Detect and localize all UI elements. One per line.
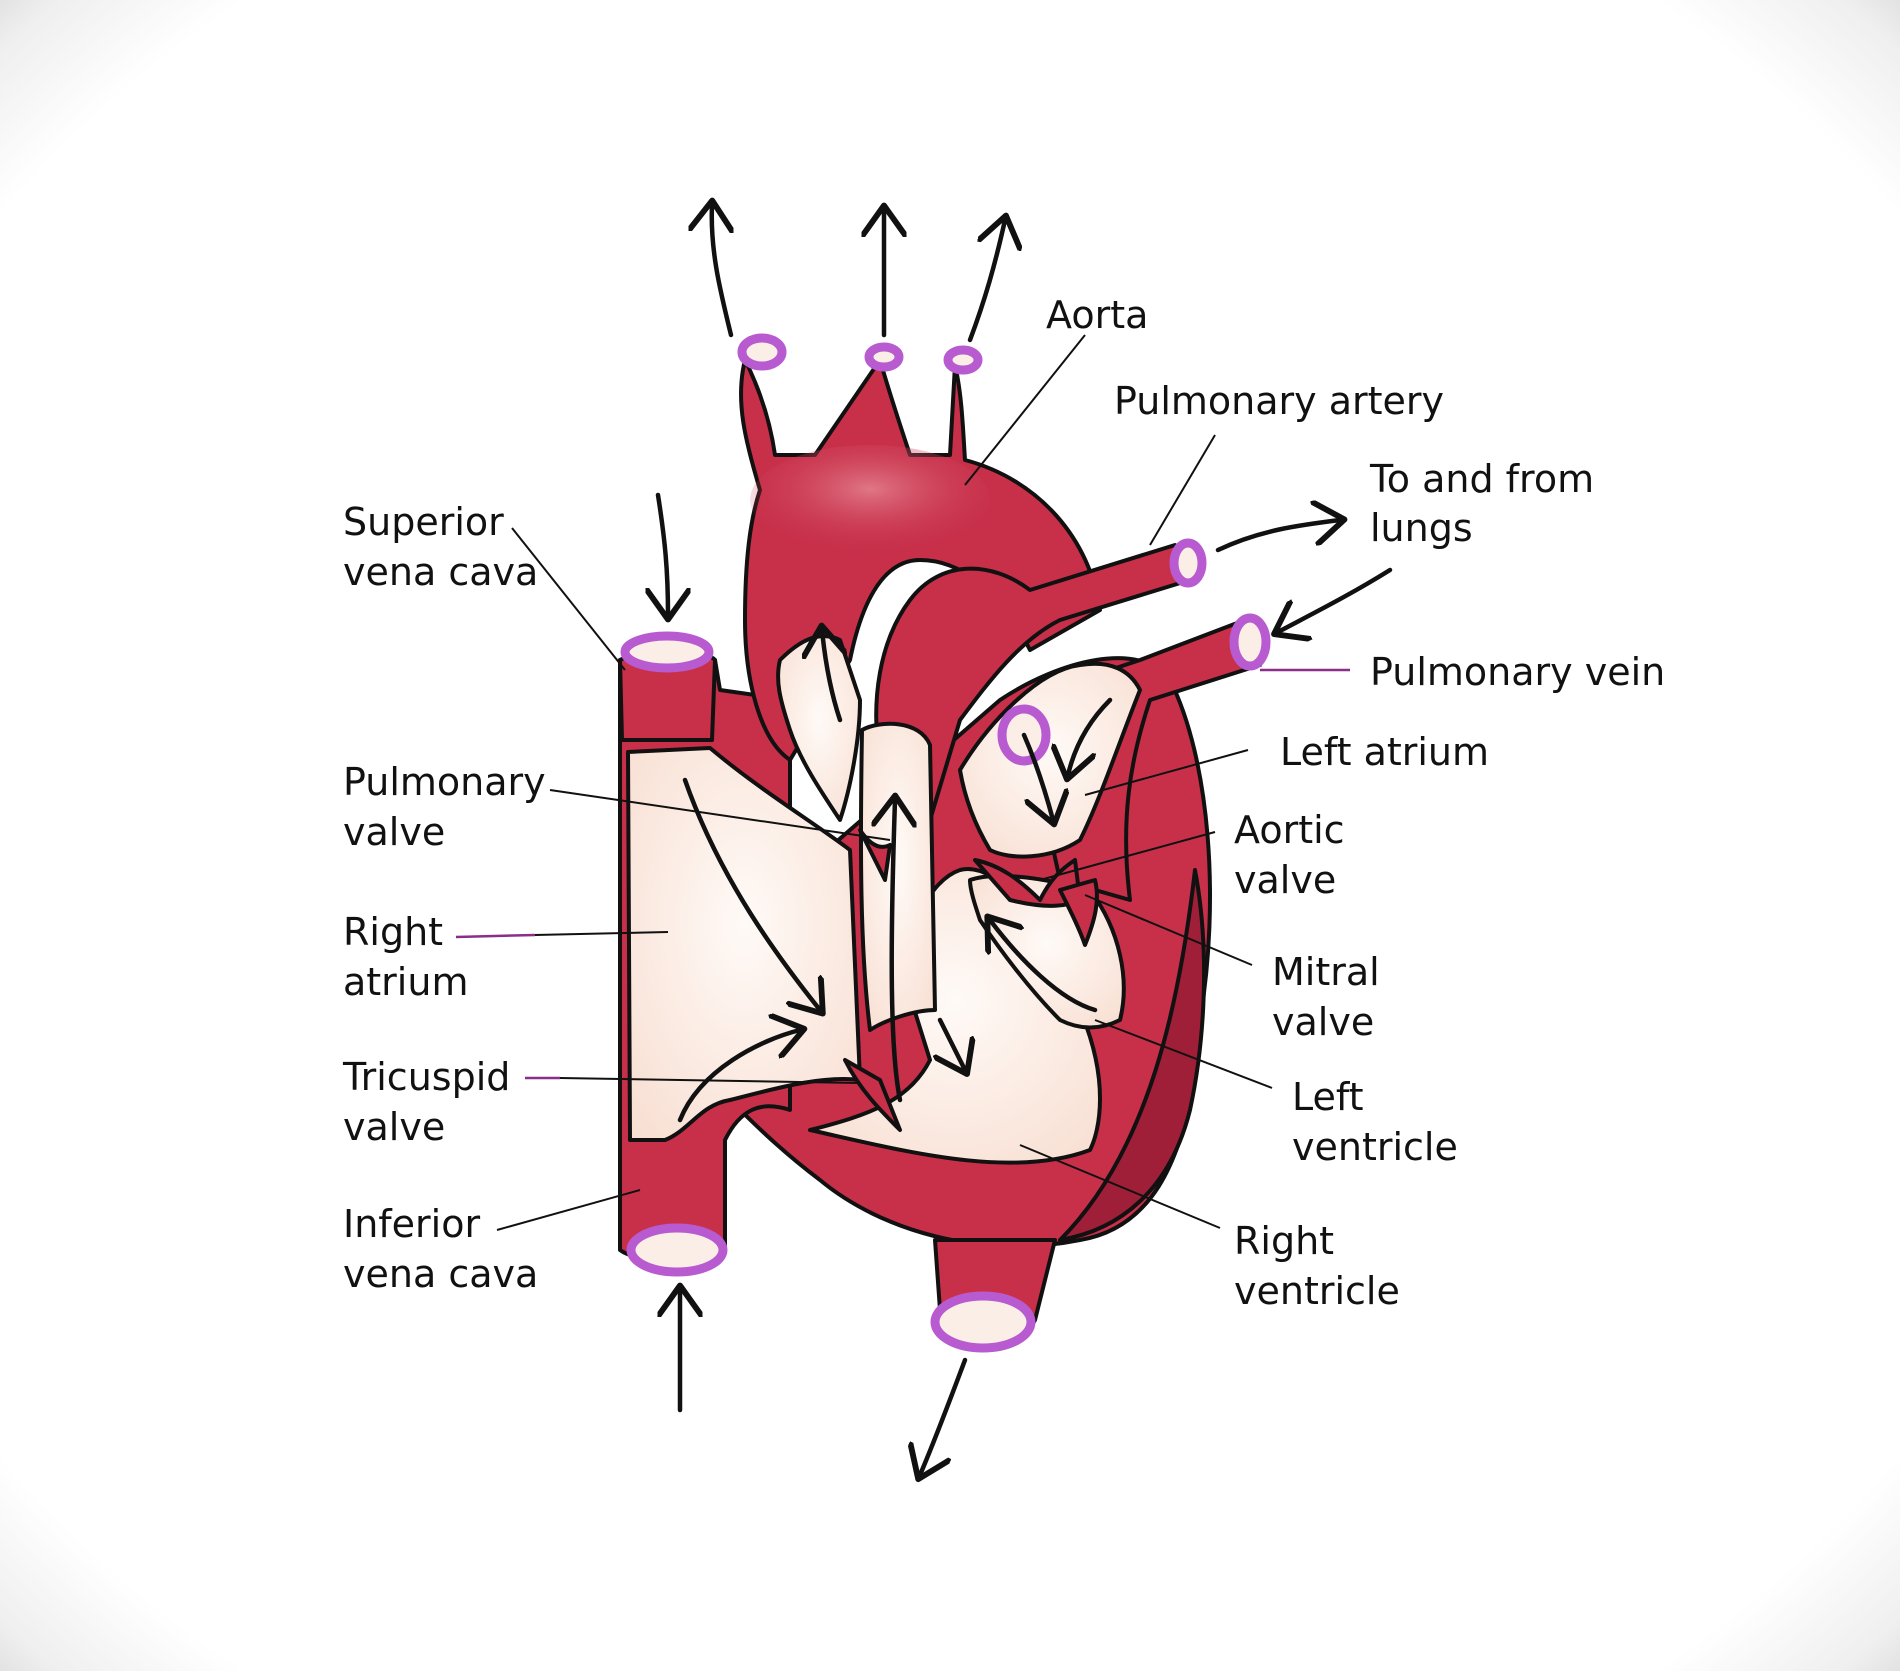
label-right-ventricle-line2: ventricle (1234, 1269, 1400, 1313)
flow-arrow-left-ventricle-out (990, 920, 1098, 1013)
pulmonary-vein-opening (1229, 613, 1271, 671)
flow-arrow-aorta-branch-3 (967, 220, 1005, 343)
flow-arrow-right-ventricle-up (892, 800, 900, 1103)
label-superior-vena-cava-line2: vena cava (343, 550, 538, 594)
label-to-from-lungs-line1: To and from (1369, 457, 1594, 501)
label-pulmonary-artery: Pulmonary artery (1114, 379, 1444, 423)
leader-left-ventricle (1094, 1019, 1273, 1089)
leader-right-atrium (534, 931, 669, 936)
label-mitral-valve-line2: valve (1272, 1000, 1374, 1044)
label-mitral-valve-line1: Mitral (1272, 950, 1380, 994)
label-pulmonary-valve-line2: valve (343, 810, 445, 854)
leader-aortic-valve (1039, 831, 1216, 881)
leader-superior-vena-cava (511, 527, 626, 671)
label-aortic-valve-line1: Aortic (1234, 808, 1345, 852)
inferior-vena-cava-opening (626, 1223, 728, 1277)
label-left-atrium: Left atrium (1280, 730, 1489, 774)
flow-arrow-to-lungs (1215, 520, 1340, 553)
flow-arrow-right-atrium-down (682, 777, 820, 1010)
leader-aorta (964, 334, 1086, 486)
flow-arrow-superior-vena-cava (658, 492, 668, 615)
pulmonary-artery-vessel (874, 538, 1207, 822)
label-right-ventricle-line1: Right (1234, 1219, 1334, 1263)
label-pulmonary-valve-line1: Pulmonary (343, 760, 546, 804)
leader-right-atrium-accent (455, 933, 536, 939)
label-pulmonary-vein: Pulmonary vein (1370, 650, 1665, 694)
aorta-branch-opening-1 (737, 333, 787, 371)
right-ventricle-channel (858, 721, 937, 1032)
leader-pulmonary-artery (1149, 434, 1216, 546)
leader-left-atrium (1084, 749, 1249, 796)
flow-arrow-ventricle-curve (940, 1017, 965, 1070)
label-left-ventricle-line2: ventricle (1292, 1125, 1458, 1169)
flow-arrow-descending (920, 1357, 968, 1475)
flow-arrow-left-atrium (1068, 697, 1113, 775)
leader-inferior-vena-cava (496, 1189, 641, 1231)
leader-lines (455, 334, 1350, 1231)
label-superior-vena-cava-line1: Superior (343, 500, 504, 544)
label-tricuspid-valve-line2: valve (343, 1105, 445, 1149)
aorta-branch-opening-2 (864, 342, 904, 372)
leader-pulmonary-valve (549, 789, 891, 841)
label-right-atrium-line1: Right (343, 910, 443, 954)
flow-arrow-right-atrium-curve (677, 1030, 800, 1123)
label-inferior-vena-cava-line2: vena cava (343, 1252, 538, 1296)
pulmonary-artery-opening (1169, 538, 1207, 588)
leader-tricuspid-valve (559, 1077, 861, 1084)
label-aortic-valve-line2: valve (1234, 858, 1336, 902)
descending-vessel-opening (930, 1291, 1036, 1353)
blood-flow-arrows (658, 205, 1393, 1475)
flow-arrow-pulmonary-outflow (822, 630, 840, 723)
flow-arrow-aorta-branch-1 (712, 205, 731, 338)
aorta-branch-opening-3 (943, 345, 983, 375)
label-to-from-lungs-line2: lungs (1370, 506, 1473, 550)
aortic-valve-leaflet (973, 858, 1082, 908)
leader-mitral-valve (1084, 894, 1253, 966)
label-left-ventricle-line1: Left (1292, 1075, 1364, 1119)
descending-vessel (930, 1238, 1057, 1353)
tricuspid-valve-leaflet (843, 1058, 902, 1132)
leader-right-ventricle (1019, 1144, 1221, 1229)
label-inferior-vena-cava-line1: Inferior (343, 1202, 480, 1246)
label-aorta: Aorta (1046, 293, 1148, 337)
flow-arrow-pulmonary-vein-in (1021, 732, 1053, 820)
superior-vena-cava-opening (620, 631, 714, 673)
flow-arrow-from-lungs (1278, 567, 1393, 632)
labels: Aorta Pulmonary artery To and from lungs… (342, 293, 1665, 1313)
label-right-atrium-line2: atrium (343, 960, 468, 1004)
label-tricuspid-valve-line1: Tricuspid (342, 1055, 510, 1099)
